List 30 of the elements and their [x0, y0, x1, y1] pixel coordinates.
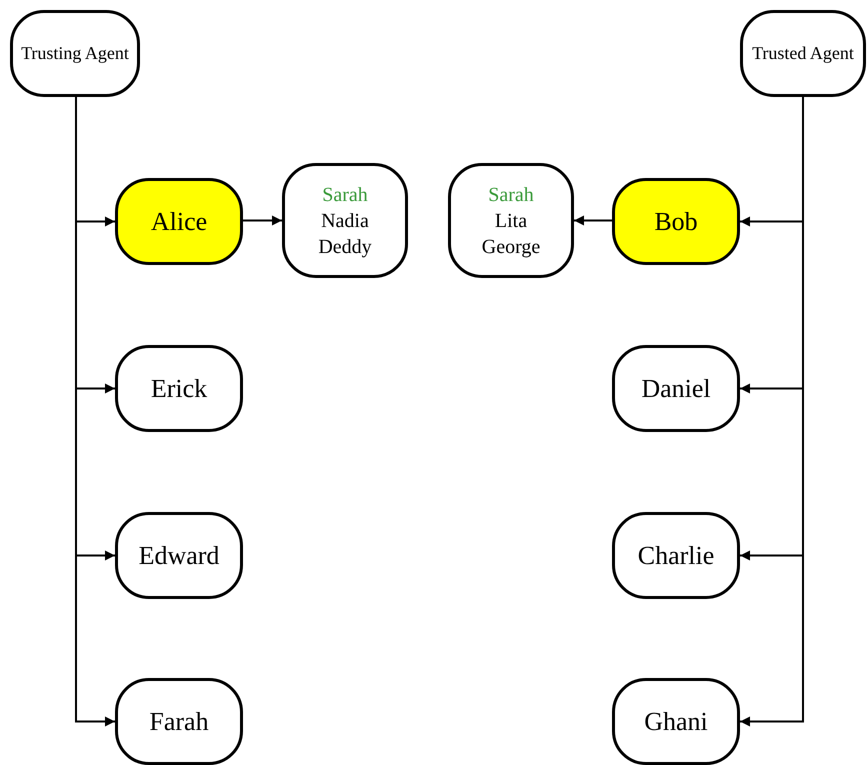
node-label: Charlie	[638, 540, 714, 572]
node-label: Sarah	[322, 182, 368, 208]
rounded-node-box	[115, 345, 243, 432]
node-label: Alice	[150, 206, 208, 238]
rounded-node-box	[612, 512, 740, 599]
node-label: Ghani	[644, 706, 708, 738]
rounded-node-box	[10, 10, 140, 97]
rounded-node-box	[612, 345, 740, 432]
node-label: Deddy	[318, 234, 372, 260]
node-label: Nadia	[321, 208, 369, 234]
node-label: Farah	[149, 706, 209, 738]
node-label: Daniel	[641, 372, 711, 405]
rounded-node-box	[612, 178, 740, 265]
node-label: Trusting Agent	[21, 42, 129, 65]
node-label: George	[482, 234, 540, 260]
rounded-node-box	[448, 163, 574, 278]
node-label: Erick	[150, 372, 208, 405]
rounded-node-box	[740, 10, 866, 97]
node-label: Sarah	[488, 182, 534, 208]
rounded-node-box	[282, 163, 408, 278]
node-label: Trusted Agent	[752, 42, 854, 65]
node-label: Lita	[494, 208, 528, 234]
rounded-node-box	[115, 178, 243, 265]
node-label: Edward	[138, 540, 220, 572]
arrow	[243, 216, 282, 226]
rounded-node-box	[115, 678, 243, 765]
arrow	[574, 216, 612, 226]
rounded-node-box	[115, 512, 243, 599]
node-label: Bob	[654, 206, 698, 238]
rounded-node-box	[612, 678, 740, 765]
